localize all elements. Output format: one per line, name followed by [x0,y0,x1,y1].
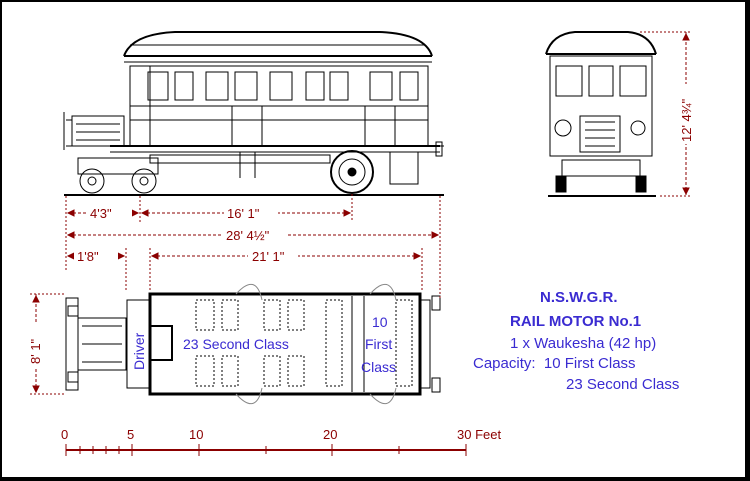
scale-tick-5: 5 [127,427,134,442]
driver-label: Driver [131,332,147,370]
scale-tick-10: 10 [189,427,203,442]
vehicle-name: RAIL MOTOR No.1 [510,313,641,330]
plan-labels: Driver 23 Second Class 10 First Class [131,314,396,375]
info-block: N.S.W.G.R. RAIL MOTOR No.1 1 x Waukesha … [473,289,679,393]
dim-front-overhang: 4'3" [90,206,112,221]
scale-tick-0: 0 [61,427,68,442]
dim-width: 8' 1" [28,338,43,364]
dim-wheelbase: 16' 1" [227,206,260,221]
dimension-labels: 4'3" 16' 1" 28' 4½" 1'8" 21' 1" 8' 1" 12… [28,84,694,368]
first-class-word2: Class [361,359,396,375]
side-elevation [63,31,444,196]
plan-view [65,284,441,404]
railway-name: N.S.W.G.R. [540,289,618,306]
second-class-label: 23 Second Class [183,336,289,352]
capacity-second: 23 Second Class [566,376,679,393]
dimension-lines [30,31,692,395]
end-elevation [545,31,657,197]
dim-body-length: 21' 1" [252,249,285,264]
scale-tick-30: 30 Feet [457,427,501,442]
scale-tick-20: 20 [323,427,337,442]
engine-spec: 1 x Waukesha (42 hp) [510,335,656,352]
dim-bonnet-length: 1'8" [77,249,99,264]
first-class-word1: First [365,336,392,352]
first-class-number: 10 [372,314,388,330]
capacity-first: Capacity: 10 First Class [473,355,636,372]
dim-overall-length: 28' 4½" [226,228,270,243]
dim-height: 12' 4¾" [679,98,694,142]
scale-bar: 0 5 10 20 30 Feet [61,427,501,456]
side-windows [147,71,419,101]
